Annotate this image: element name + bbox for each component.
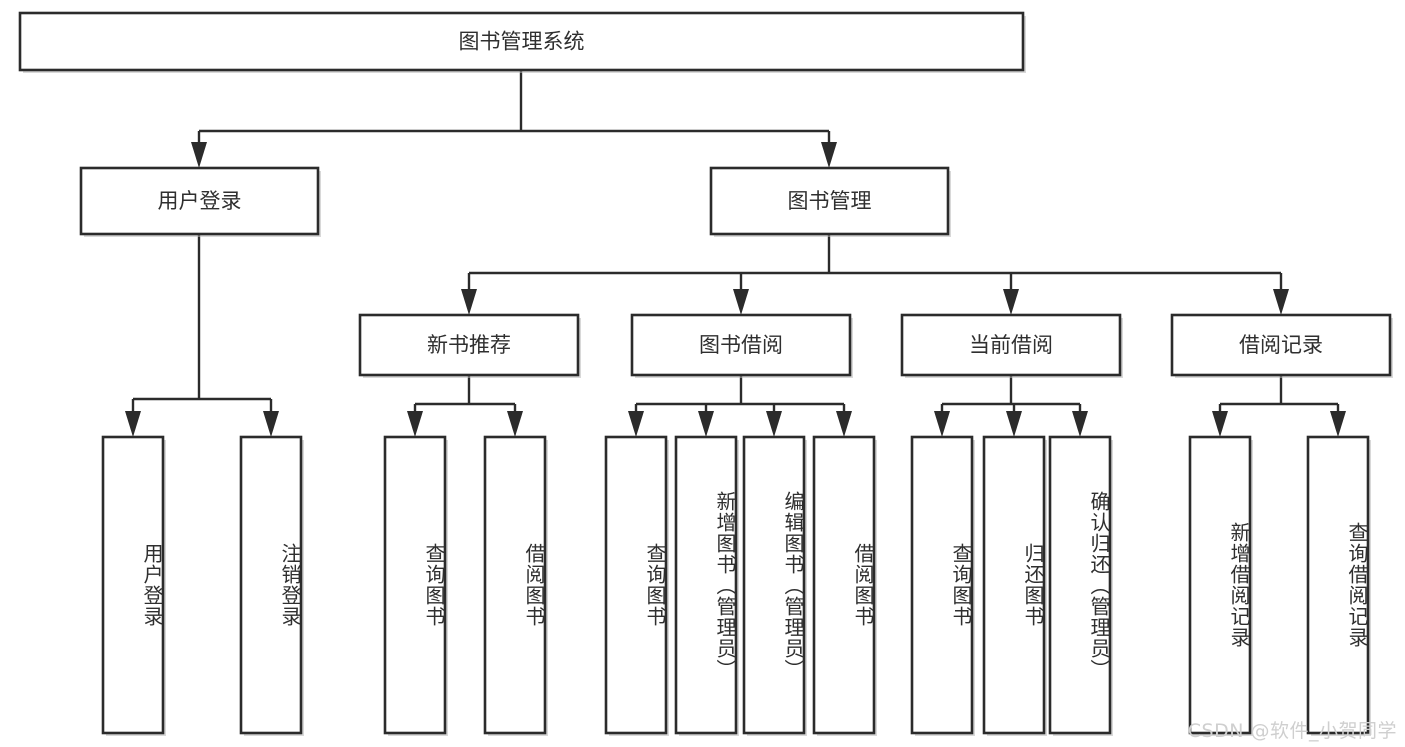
node-leaf-1[interactable] bbox=[239, 435, 304, 736]
node-label: 图书借阅 bbox=[699, 333, 783, 357]
node-rect[interactable] bbox=[910, 435, 974, 735]
node-rect[interactable] bbox=[742, 435, 806, 735]
node-leaf-5[interactable] bbox=[674, 435, 739, 736]
node-leaf-0[interactable] bbox=[101, 435, 166, 736]
node-rect[interactable] bbox=[79, 166, 320, 236]
node-rect[interactable] bbox=[1306, 435, 1370, 735]
node-rect[interactable] bbox=[674, 435, 738, 735]
node-level3-2[interactable]: 当前借阅 bbox=[900, 313, 1123, 378]
node-rect[interactable] bbox=[483, 435, 547, 735]
node-root[interactable]: 图书管理系统 bbox=[18, 11, 1026, 73]
arrow-head-icon bbox=[1330, 411, 1346, 437]
node-level3-0[interactable]: 新书推荐 bbox=[358, 313, 581, 378]
node-label: 图书管理系统 bbox=[459, 30, 585, 54]
node-rect[interactable] bbox=[709, 166, 950, 236]
node-rect[interactable] bbox=[982, 435, 1046, 735]
node-rect[interactable] bbox=[1188, 435, 1252, 735]
connector-group-newbook-to-leaves bbox=[407, 375, 523, 437]
node-leaf-3[interactable] bbox=[483, 435, 548, 736]
node-level2-1[interactable]: 图书管理 bbox=[709, 166, 951, 237]
connector-group-borrow-to-leaves bbox=[628, 375, 852, 437]
arrow-head-icon bbox=[407, 411, 423, 437]
node-rect[interactable] bbox=[101, 435, 165, 735]
arrow-head-icon bbox=[507, 411, 523, 437]
connector-group-current-to-leaves bbox=[934, 375, 1088, 437]
node-rect[interactable] bbox=[1170, 313, 1392, 377]
connector-group-root-to-level2 bbox=[191, 70, 837, 168]
arrow-head-icon bbox=[1006, 411, 1022, 437]
arrow-head-icon bbox=[628, 411, 644, 437]
arrow-head-icon bbox=[191, 142, 207, 168]
node-rect[interactable] bbox=[18, 11, 1025, 72]
node-leaf-11[interactable] bbox=[1188, 435, 1253, 736]
node-level3-3[interactable]: 借阅记录 bbox=[1170, 313, 1393, 378]
node-leaf-6[interactable] bbox=[742, 435, 807, 736]
arrow-head-icon bbox=[934, 411, 950, 437]
node-rect[interactable] bbox=[900, 313, 1122, 377]
connector-group-level2-login-to-leaves bbox=[125, 234, 279, 437]
arrow-head-icon bbox=[1072, 411, 1088, 437]
node-leaf-12[interactable] bbox=[1306, 435, 1371, 736]
node-leaf-4[interactable] bbox=[604, 435, 669, 736]
node-rect[interactable] bbox=[383, 435, 447, 735]
arrow-head-icon bbox=[1003, 289, 1019, 315]
node-label: 当前借阅 bbox=[969, 333, 1053, 357]
node-label: 用户登录 bbox=[158, 189, 242, 213]
node-leaf-10[interactable] bbox=[1048, 435, 1113, 736]
arrow-head-icon bbox=[263, 411, 279, 437]
node-label: 图书管理 bbox=[788, 189, 872, 213]
node-rect[interactable] bbox=[812, 435, 876, 735]
node-rect[interactable] bbox=[239, 435, 303, 735]
node-leaf-9[interactable] bbox=[982, 435, 1047, 736]
node-rect[interactable] bbox=[630, 313, 852, 377]
arrow-head-icon bbox=[766, 411, 782, 437]
arrow-head-icon bbox=[733, 289, 749, 315]
connector-layer bbox=[125, 70, 1346, 437]
node-rect[interactable] bbox=[1048, 435, 1112, 735]
arrow-head-icon bbox=[1273, 289, 1289, 315]
arrow-head-icon bbox=[836, 411, 852, 437]
watermark-text: CSDN @软件_小贺同学 bbox=[1187, 720, 1397, 742]
node-rect[interactable] bbox=[358, 313, 580, 377]
arrow-head-icon bbox=[461, 289, 477, 315]
arrow-head-icon bbox=[1212, 411, 1228, 437]
node-rect[interactable] bbox=[604, 435, 668, 735]
node-label: 借阅记录 bbox=[1239, 333, 1323, 357]
node-leaf-7[interactable] bbox=[812, 435, 877, 736]
node-level3-1[interactable]: 图书借阅 bbox=[630, 313, 853, 378]
node-leaf-2[interactable] bbox=[383, 435, 448, 736]
node-level2-0[interactable]: 用户登录 bbox=[79, 166, 321, 237]
node-label: 新书推荐 bbox=[427, 333, 511, 357]
connector-group-level2-book-to-level3 bbox=[461, 234, 1289, 315]
node-leaf-8[interactable] bbox=[910, 435, 975, 736]
connector-group-records-to-leaves bbox=[1212, 375, 1346, 437]
arrow-head-icon bbox=[698, 411, 714, 437]
arrow-head-icon bbox=[125, 411, 141, 437]
arrow-head-icon bbox=[821, 142, 837, 168]
